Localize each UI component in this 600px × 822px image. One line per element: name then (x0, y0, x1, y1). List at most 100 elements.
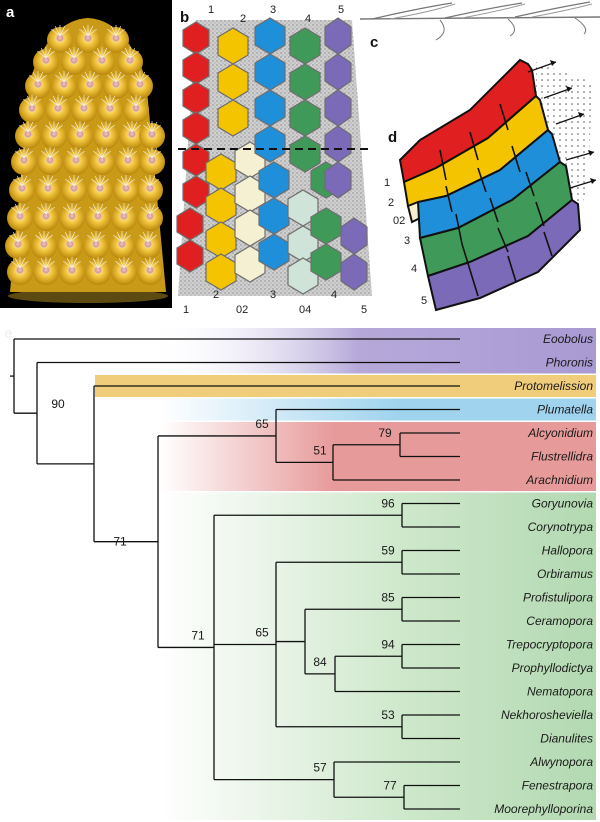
column-number: 2 (240, 13, 246, 25)
tentacle (70, 147, 77, 159)
panel-label-a: a (6, 4, 15, 21)
taxon-label: Ceramopora (526, 614, 593, 628)
zooid-hexagon (324, 89, 352, 127)
tentacle (63, 260, 73, 269)
panel-d: d 1 2 02 3 4 5 (384, 58, 597, 312)
taxon-label: Flustrellidra (531, 450, 593, 464)
cell-wall (455, 213, 463, 245)
tentacle (130, 95, 137, 107)
zooid-hexagon (254, 17, 286, 55)
zooid-hexagon (217, 99, 249, 137)
zooid-aperture (92, 240, 100, 248)
zooid-hexagon (205, 187, 237, 225)
zooid-hexagon (176, 207, 204, 241)
panel-a: a (0, 0, 172, 308)
tentacle (23, 150, 33, 159)
tentacle (95, 231, 102, 243)
cell-wall (535, 201, 545, 227)
tentacle (129, 50, 139, 59)
tentacle (110, 71, 117, 83)
tentacle (63, 74, 73, 83)
frond-branch (461, 3, 526, 19)
zooid-aperture (56, 34, 64, 42)
tentacle (22, 121, 29, 133)
zooid-aperture (118, 240, 126, 248)
column-number: 3 (270, 4, 276, 16)
frond-axis (359, 16, 600, 20)
tentacle (45, 203, 52, 215)
tentacle (91, 178, 101, 187)
tentacle (87, 28, 97, 37)
zooid-aperture (34, 80, 42, 88)
tentacle (82, 25, 89, 37)
tentacle (115, 28, 125, 37)
zooid-aperture (144, 240, 152, 248)
zooid-aperture (112, 34, 120, 42)
tentacle (63, 206, 73, 215)
taxon-label: Trepocryptopora (506, 638, 593, 652)
tentacle (9, 234, 19, 243)
tentacle (41, 150, 51, 159)
zooid-hexagon (234, 245, 266, 283)
tentacle (131, 74, 141, 83)
zooid-aperture (94, 266, 102, 274)
tentacle (31, 98, 41, 107)
support-value: 59 (381, 543, 395, 557)
tentacle (97, 124, 107, 133)
tentacle (73, 178, 83, 187)
tentacle (45, 47, 52, 59)
tentacle (71, 124, 81, 133)
tentacle (75, 98, 85, 107)
panel-b: b 1 2 3 4 5 1 2 02 3 04 4 5 (176, 4, 372, 316)
tentacle (71, 206, 81, 215)
tentacle (94, 175, 101, 187)
tentacle (127, 150, 137, 159)
zooid-aperture (46, 156, 54, 164)
tentacle (123, 206, 133, 215)
zooid-aperture (28, 104, 36, 112)
tentacle (78, 95, 85, 107)
column-number: 4 (305, 13, 311, 25)
tentacle (101, 98, 111, 107)
zooid-aperture (18, 184, 26, 192)
zooid-aperture (70, 56, 78, 64)
tentacle (104, 95, 111, 107)
tentacle (19, 260, 29, 269)
zooid-aperture (136, 80, 144, 88)
taxon-label: Orbiramus (537, 567, 593, 581)
tentacle (21, 178, 31, 187)
tentacle (109, 98, 119, 107)
tentacle (149, 203, 156, 215)
tentacle (122, 147, 129, 159)
tentacle (15, 150, 25, 159)
column-number: 1 (208, 4, 214, 16)
tentacle (14, 257, 21, 269)
tentacle (117, 178, 127, 187)
tentacle (65, 50, 75, 59)
tentacle (151, 124, 161, 133)
tentacle (141, 178, 151, 187)
tentacle (65, 178, 75, 187)
tentacle (69, 231, 76, 243)
tentacle (93, 50, 103, 59)
tentacle (45, 206, 55, 215)
tentacle (37, 50, 47, 59)
tentacle (135, 95, 142, 107)
tentacle (110, 25, 117, 37)
cell-wall (511, 145, 521, 173)
tentacle (45, 260, 55, 269)
tentacle (75, 150, 85, 159)
tentacle (49, 150, 59, 159)
tentacle (19, 257, 26, 269)
band-number: 4 (411, 263, 417, 275)
zooid-aperture (132, 104, 140, 112)
tentacle (151, 121, 158, 133)
tentacle (53, 124, 63, 133)
zooid-aperture (126, 56, 134, 64)
panel-label-c: c (370, 34, 378, 51)
tentacle (149, 178, 159, 187)
growth-arrows (527, 60, 597, 189)
tentacle (97, 206, 107, 215)
cell-wall (497, 227, 509, 253)
